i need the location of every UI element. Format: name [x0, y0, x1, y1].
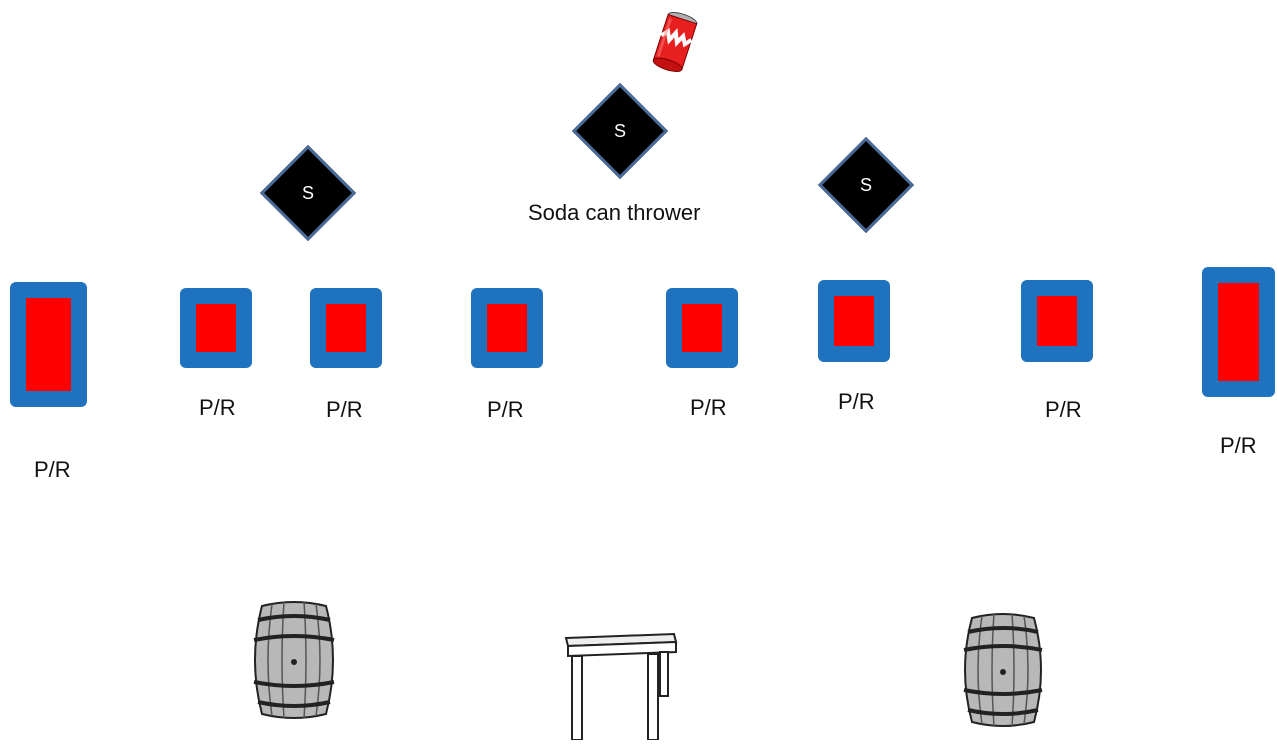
target	[471, 288, 543, 368]
barrel-icon	[958, 610, 1048, 730]
target-label: P/R	[34, 457, 71, 482]
target	[818, 280, 890, 362]
shooter-marker: S	[571, 82, 669, 180]
barrel-icon	[248, 598, 340, 722]
target-label: P/R	[690, 395, 727, 420]
shooter-label: S	[301, 182, 314, 203]
shooter-label: S	[613, 120, 626, 141]
soda-can-icon	[650, 6, 700, 78]
shooter-caption: Soda can thrower	[528, 200, 701, 225]
table-icon	[560, 632, 680, 741]
shooter-marker: S	[817, 136, 915, 234]
target	[1202, 267, 1275, 397]
shooter-marker: S	[259, 144, 357, 242]
target-label: P/R	[199, 395, 236, 420]
target	[1021, 280, 1093, 362]
target-label: P/R	[1220, 433, 1257, 458]
target	[666, 288, 738, 368]
target	[10, 282, 87, 407]
target	[310, 288, 382, 368]
target-label: P/R	[1045, 397, 1082, 422]
shooter-label: S	[859, 174, 872, 195]
target-label: P/R	[487, 397, 524, 422]
target	[180, 288, 252, 368]
target-label: P/R	[326, 397, 363, 422]
target-label: P/R	[838, 389, 875, 414]
